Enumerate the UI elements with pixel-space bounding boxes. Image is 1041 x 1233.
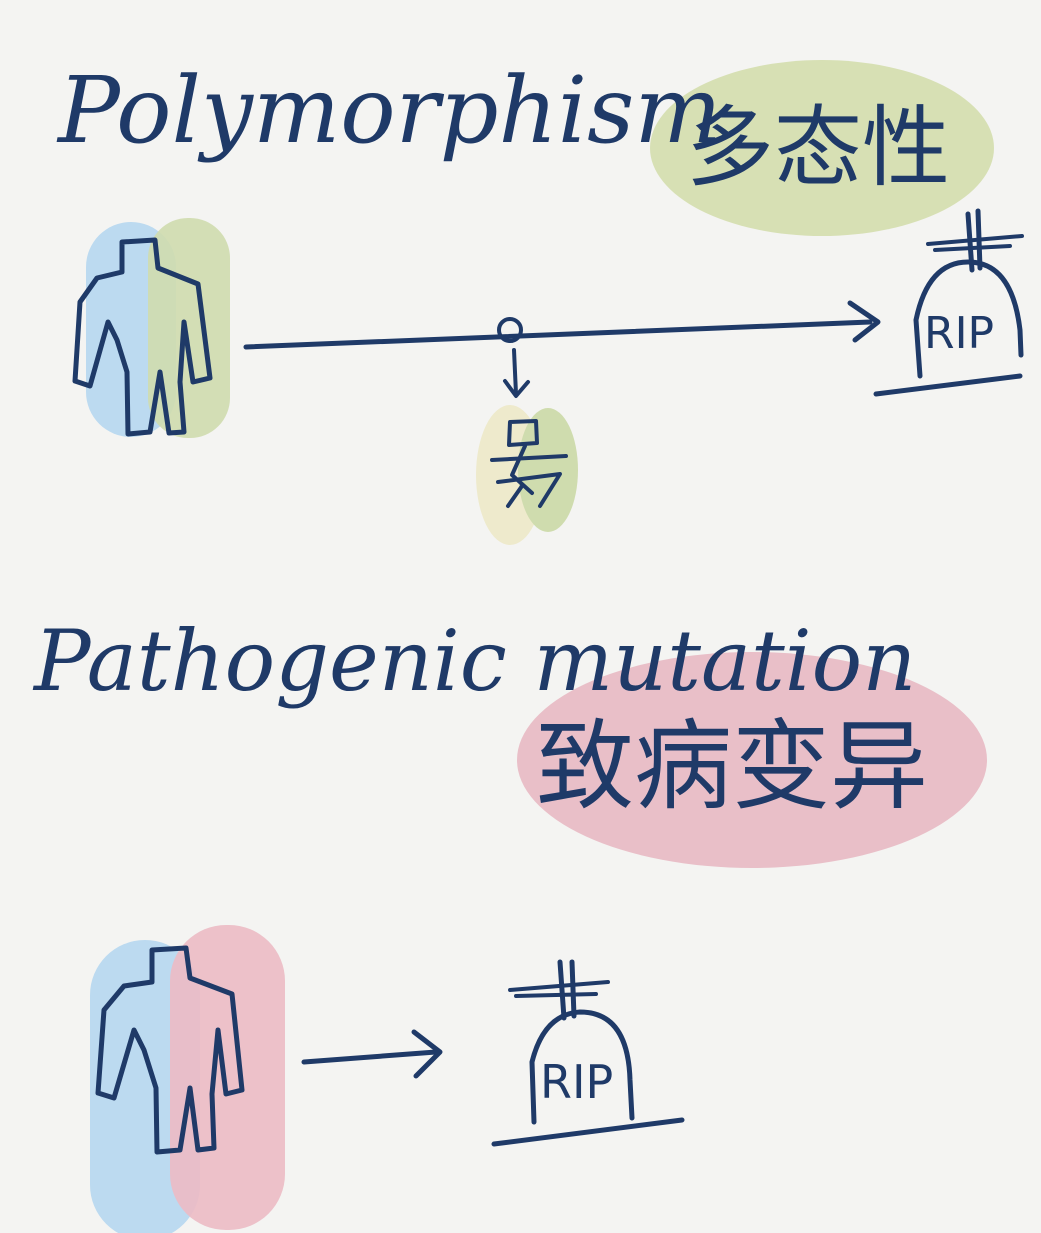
tombstone-icon-2: RIP (491, 959, 685, 1147)
pathogenic-chinese-label: 致病变异 (536, 710, 928, 824)
pathogenic-label-highlight (517, 652, 987, 868)
pathogenic-title: Pathogenic mutation (32, 612, 916, 710)
tombstone-icon: RIP (873, 208, 1024, 397)
tombstone-rip-text: RIP (924, 308, 994, 359)
person-figure-icon (72, 218, 230, 438)
green-highlight (148, 218, 230, 438)
polymorphism-section: Polymorphism 多态性 (56, 57, 1024, 545)
child-figure-icon (476, 405, 578, 545)
person-figure-pathogenic-icon (90, 925, 285, 1233)
polymorphism-label-highlight (650, 60, 994, 236)
pathogenic-section: Pathogenic mutation 致病变异 RIP (32, 612, 987, 1233)
green-highlight-small (518, 408, 578, 532)
timeline-arrow-icon (243, 300, 881, 398)
short-arrow-icon (301, 1029, 443, 1079)
pink-highlight-large (170, 925, 285, 1230)
polymorphism-chinese-label: 多态性 (686, 96, 950, 199)
tombstone-rip-text-2: RIP (540, 1055, 613, 1109)
polymorphism-title: Polymorphism (56, 57, 722, 164)
